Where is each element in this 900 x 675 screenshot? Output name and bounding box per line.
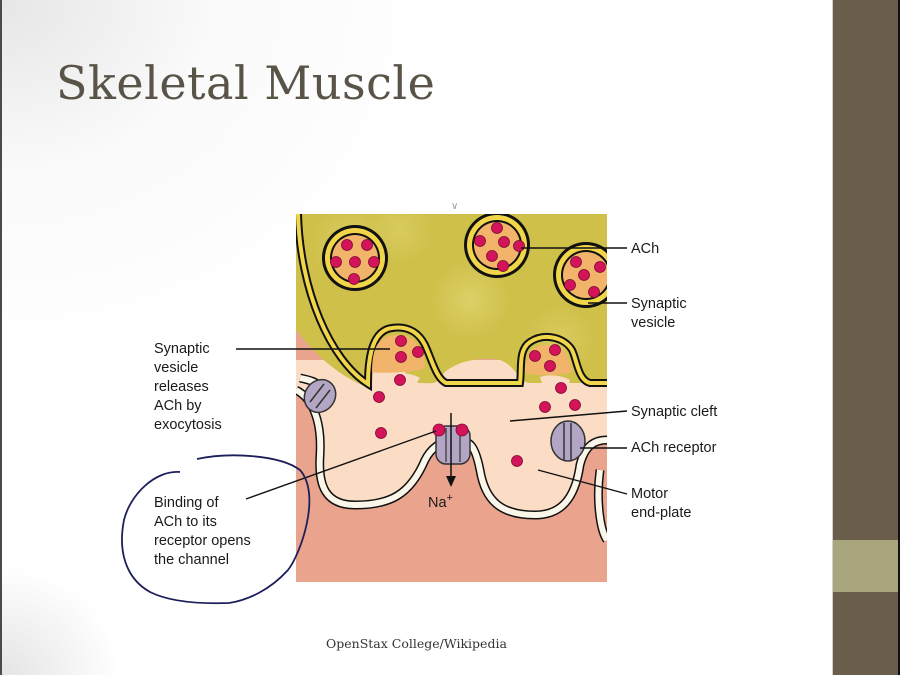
leader-lines: [236, 247, 628, 500]
label-synaptic-vesicle: Synaptic vesicle: [631, 296, 687, 331]
label-ach: ACh: [631, 241, 660, 257]
label-ach-receptor: ACh receptor: [631, 440, 717, 456]
sodium-symbol: Na: [428, 494, 447, 511]
synaptic-vesicle: [464, 214, 530, 278]
label-motor-end-plate: Motor end-plate: [631, 486, 692, 521]
label-synaptic-cleft: Synaptic cleft: [631, 404, 718, 420]
slide-theme-sidebar: [832, 0, 899, 675]
sidebar-accent-block: [833, 540, 899, 592]
ach-receptor: [550, 420, 586, 462]
label-sodium: Na+: [428, 489, 453, 513]
image-credit: OpenStax College/Wikipedia: [326, 636, 507, 651]
ach-receptor-channel: [432, 413, 471, 487]
window-edge: [898, 0, 900, 675]
chevron-down-icon: ∨: [451, 201, 459, 212]
label-exocytosis: Synaptic vesicle releases ACh by exocyto…: [154, 341, 222, 433]
slide-shade: [2, 565, 122, 675]
slide-title: Skeletal Muscle: [56, 56, 436, 110]
hand-drawn-annotation-circle: [121, 454, 311, 605]
sodium-charge: +: [446, 492, 453, 504]
ach-receptor: [303, 378, 337, 414]
ach-molecules: [330, 222, 606, 467]
label-binding: Binding of ACh to its receptor opens the…: [154, 495, 251, 568]
